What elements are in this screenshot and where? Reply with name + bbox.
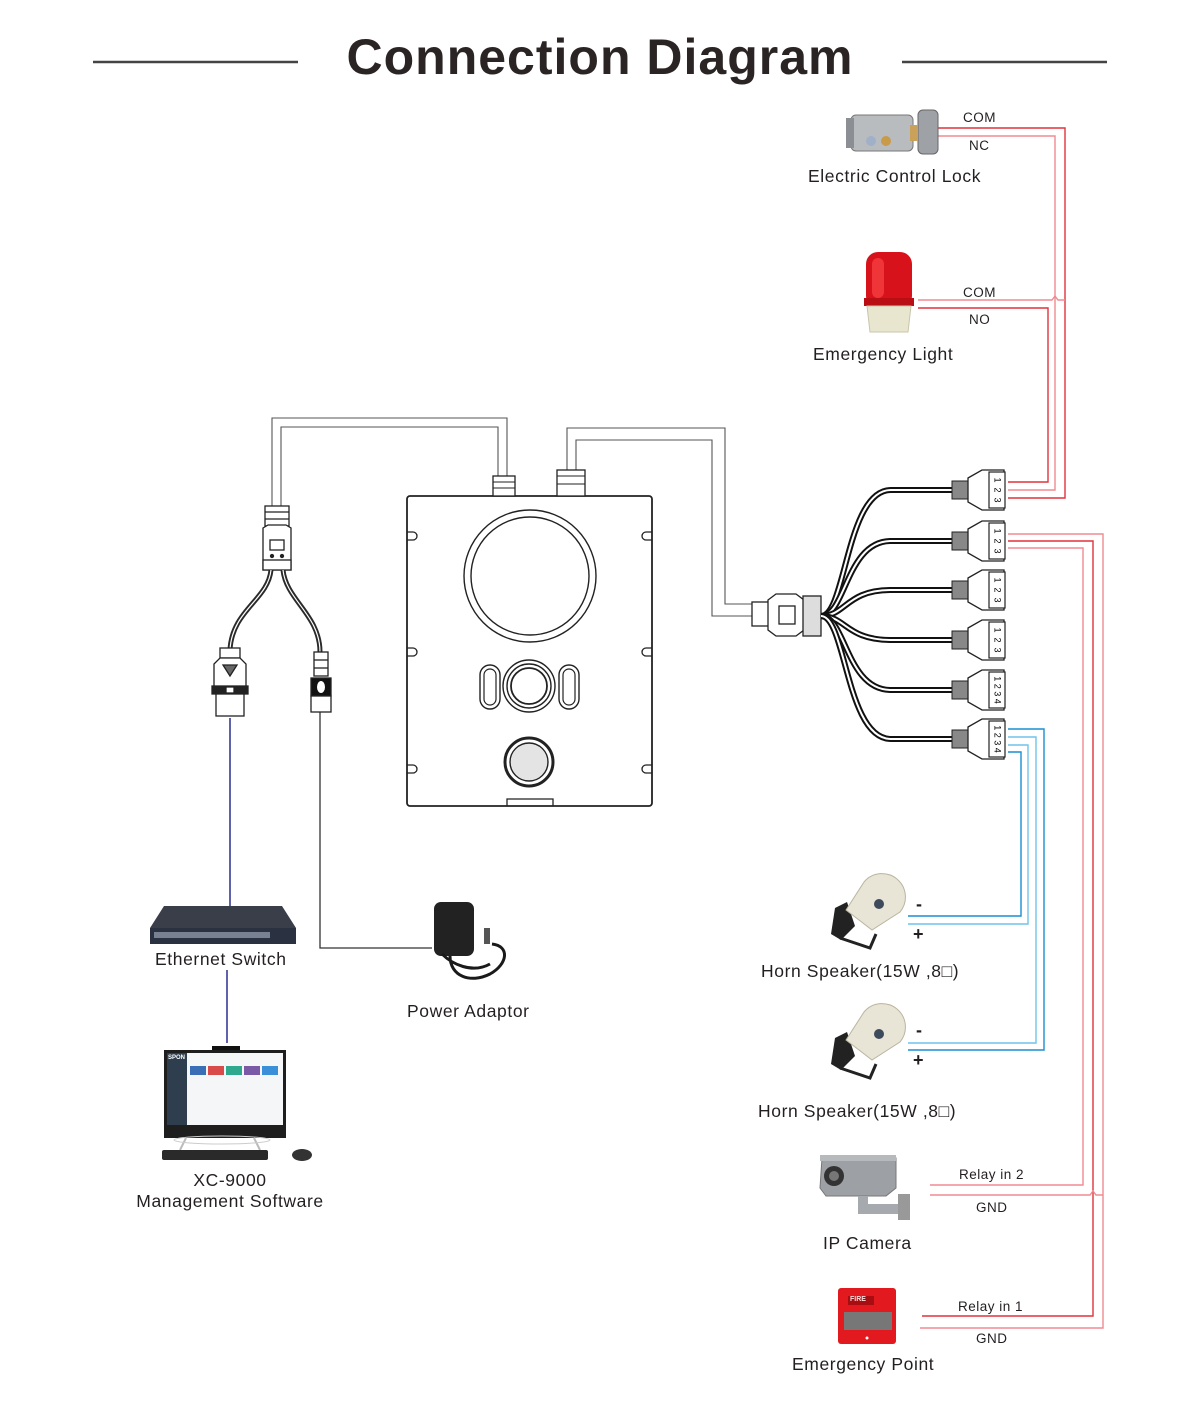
computer-icon [162, 1046, 312, 1161]
ip-camera-label: IP Camera [823, 1233, 912, 1253]
light-pin-com: COM [963, 285, 996, 300]
connector-pin-label: 1 [993, 577, 1003, 582]
lock-pin-com: COM [963, 110, 996, 125]
horn-speaker-1-label: Horn Speaker(15W ,8□) [761, 961, 960, 981]
relay-in-wires [920, 533, 1104, 1329]
camera-pin-gnd: GND [976, 1200, 1008, 1215]
speaker2-pin-minus: - [916, 1020, 922, 1040]
emergency-light-label: Emergency Light [813, 344, 954, 364]
speaker2-pin-plus: + [913, 1050, 924, 1070]
electric-lock-label: Electric Control Lock [808, 166, 982, 186]
device-cable-left [271, 417, 508, 508]
fire-pin-gnd: GND [976, 1331, 1008, 1346]
connector-pin-label: 4 [993, 748, 1003, 753]
network-power-splitter [211, 505, 332, 717]
software-label-line2: Management Software [136, 1191, 324, 1211]
camera-pin-relay: Relay in 2 [959, 1167, 1025, 1182]
terminal-connector [951, 469, 1006, 511]
speaker-wires [908, 728, 1045, 1051]
connector-pin-label: 3 [993, 647, 1003, 652]
emergency-light-icon [864, 252, 914, 333]
page-title: Connection Diagram [346, 29, 854, 85]
connector-pin-label: 1 [993, 725, 1003, 730]
connector-pin-label: 2 [993, 538, 1003, 543]
terminal-connector [951, 569, 1006, 611]
horn-speaker-icon-2 [831, 1003, 906, 1080]
harness-connectors: 1 2 3 1 2 3 1 2 3 1 2 3 1 2 3 4 1 2 3 4 [951, 469, 1006, 760]
connector-pin-label: 2 [993, 684, 1003, 689]
power-adaptor-icon [434, 902, 506, 980]
connector-pin-label: 3 [993, 597, 1003, 602]
power-wire [319, 712, 432, 949]
fire-pin-relay: Relay in 1 [958, 1299, 1024, 1314]
connector-pin-label: 1 [993, 528, 1003, 533]
speaker1-pin-minus: - [916, 894, 922, 914]
connector-pin-label: 2 [993, 587, 1003, 592]
lock-wires [918, 127, 1066, 499]
ethernet-switch-icon [150, 906, 296, 944]
terminal-connector [951, 669, 1006, 711]
connector-pin-label: 2 [993, 487, 1003, 492]
connector-pin-label: 1 [993, 676, 1003, 681]
power-adaptor-label: Power Adaptor [407, 1001, 530, 1021]
connector-pin-label: 3 [993, 497, 1003, 502]
light-pin-no: NO [969, 312, 991, 327]
software-label-line1: XC-9000 [193, 1170, 267, 1190]
speaker1-pin-plus: + [913, 924, 924, 944]
connector-pin-label: 1 [993, 477, 1003, 482]
lock-pin-nc: NC [969, 138, 990, 153]
connector-pin-label: 3 [993, 691, 1003, 696]
connector-pin-label: 1 [993, 627, 1003, 632]
device-cable-right [566, 427, 752, 617]
terminal-connector [951, 619, 1006, 661]
ip-camera-icon [819, 1155, 910, 1220]
terminal-connector [951, 718, 1006, 760]
electric-lock-icon [846, 109, 939, 155]
connector-pin-label: 4 [993, 699, 1003, 704]
intercom-device [406, 469, 653, 807]
connector-pin-label: 2 [993, 733, 1003, 738]
harness-hub [751, 593, 822, 637]
connector-pin-label: 3 [993, 740, 1003, 745]
terminal-connector [951, 520, 1006, 562]
horn-speaker-icon-1 [831, 873, 906, 950]
fire-call-point-icon [838, 1288, 896, 1344]
light-wires [918, 294, 1065, 483]
harness-cables [820, 487, 952, 742]
emergency-point-label: Emergency Point [792, 1354, 935, 1374]
harness-cable [820, 615, 952, 740]
horn-speaker-2-label: Horn Speaker(15W ,8□) [758, 1101, 957, 1121]
fire-badge: FIRE [850, 1296, 866, 1303]
connector-pin-label: 2 [993, 637, 1003, 642]
screen-brand: SPON [168, 1055, 186, 1061]
ethernet-switch-label: Ethernet Switch [155, 949, 287, 969]
connector-pin-label: 3 [993, 548, 1003, 553]
